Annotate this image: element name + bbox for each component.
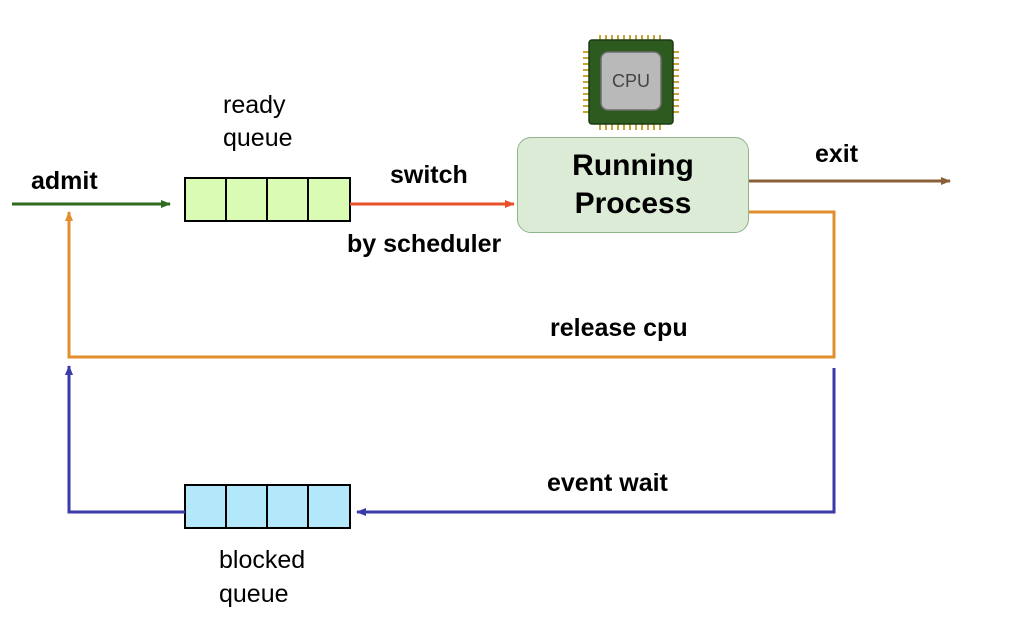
admit-label: admit <box>31 167 98 195</box>
by-scheduler-label: by scheduler <box>347 230 502 258</box>
cpu-chip-icon: CPU <box>583 35 679 130</box>
running-process-line1: Running <box>572 149 694 182</box>
exit-label: exit <box>815 140 859 168</box>
switch-label: switch <box>390 161 468 189</box>
blocked-queue <box>184 484 351 529</box>
cpu-chip-label: CPU <box>612 71 650 91</box>
event-wait-label: event wait <box>547 469 668 497</box>
running-process-box: Running Process <box>517 137 749 233</box>
release-cpu-label: release cpu <box>550 314 688 342</box>
blocked-to-ready-arrow <box>65 365 185 514</box>
blocked-queue-label-line2: queue <box>219 580 289 608</box>
ready-queue-label-line1: ready <box>223 91 286 119</box>
ready-queue <box>184 177 351 222</box>
running-process-line2: Process <box>574 187 692 220</box>
release-cpu-arrow <box>65 210 836 359</box>
blocked-queue-label-line1: blocked <box>219 546 306 574</box>
ready-queue-label-line2: queue <box>223 124 293 152</box>
event-wait-arrow <box>356 368 836 516</box>
